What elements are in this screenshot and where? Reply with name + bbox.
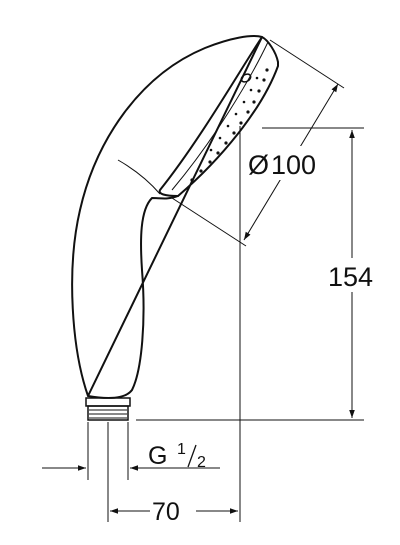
head-joint-curve	[117, 159, 161, 195]
width-value: 70	[152, 498, 180, 526]
diameter-symbol: Ø	[248, 150, 269, 180]
thread-connector	[85, 397, 131, 421]
height-value: 154	[328, 262, 373, 292]
thread-prefix: G	[148, 442, 167, 470]
extension-lines	[87, 39, 364, 522]
diameter-label: Ø100	[246, 146, 334, 180]
thread-denominator: 2	[197, 454, 206, 471]
spray-face-edge	[158, 36, 263, 197]
control-button-icon	[240, 73, 252, 83]
thread-fraction-slash	[187, 444, 197, 468]
handle-outline	[71, 35, 279, 399]
svg-text:Ø100: Ø100	[248, 150, 316, 180]
hand-shower-outline	[71, 35, 279, 399]
thread-label: G 1 2	[148, 441, 206, 471]
height-label: 154	[326, 258, 380, 292]
width-label: 70	[150, 496, 196, 526]
diameter-value: 100	[271, 150, 316, 180]
spray-face-rim	[171, 41, 269, 191]
thread-numerator: 1	[177, 441, 186, 458]
